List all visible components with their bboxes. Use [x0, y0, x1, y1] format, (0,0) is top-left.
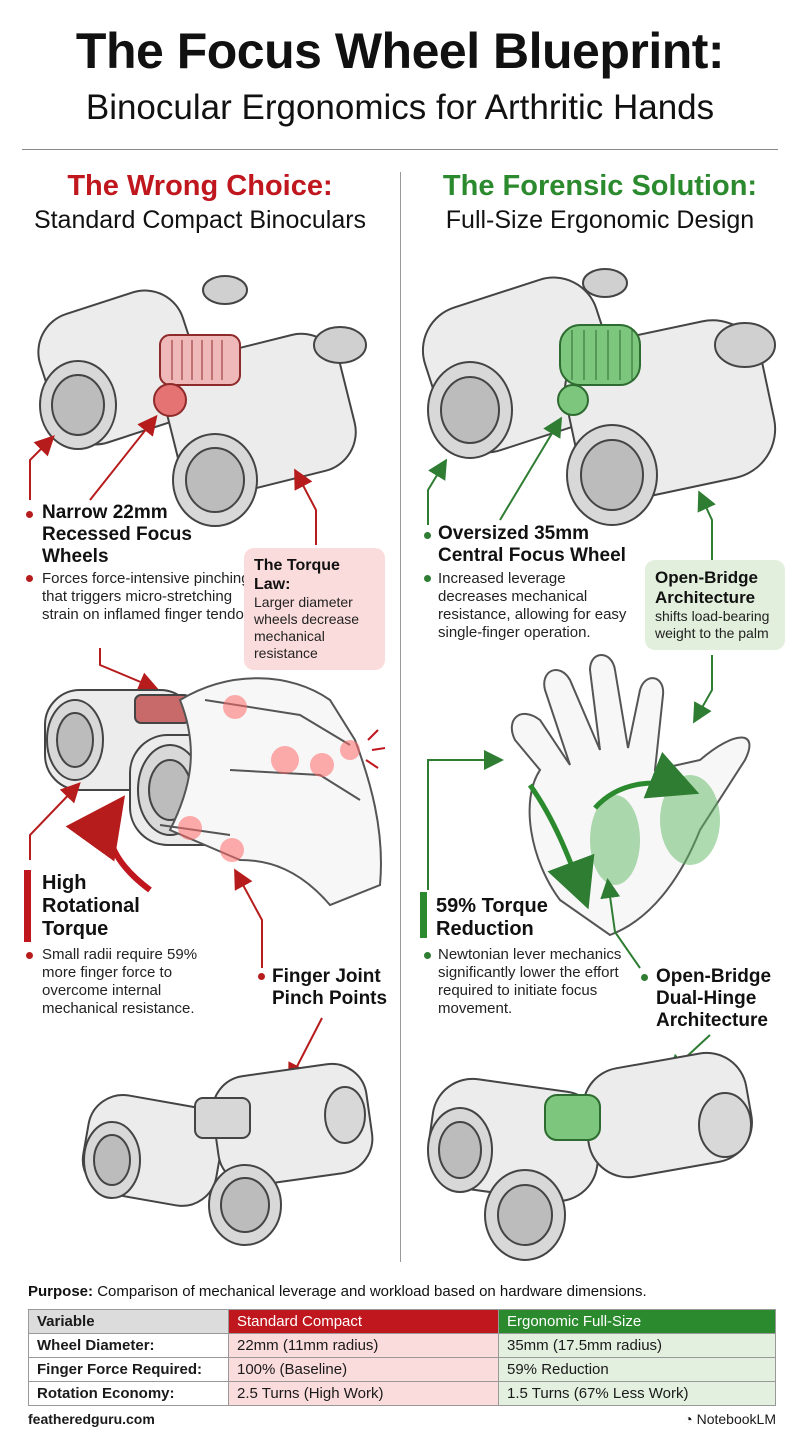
page-subtitle: Binocular Ergonomics for Arthritic Hands: [85, 88, 715, 127]
header-ergonomic: Ergonomic Full-Size: [498, 1309, 776, 1334]
bullet-dot: [26, 952, 33, 959]
bullet-dot: [258, 973, 265, 980]
high-torque-title: High Rotational Torque: [42, 872, 140, 940]
torque-law-title: The Torque Law:: [254, 557, 340, 593]
narrow-wheel-title: Narrow 22mm Recessed Focus Wheels: [42, 502, 192, 567]
row-variable: Finger Force Required:: [28, 1357, 229, 1382]
comparison-table: Variable Standard Compact Ergonomic Full…: [28, 1309, 776, 1406]
left-column-heading: The Wrong Choice:: [67, 170, 333, 202]
left-column-subheading: Standard Compact Binoculars: [33, 206, 367, 234]
row-ergonomic: 1.5 Turns (67% Less Work): [498, 1381, 776, 1406]
compact-binoculars-top: [37, 275, 367, 527]
row-variable: Wheel Diameter:: [28, 1333, 229, 1358]
high-torque-body: Small radii require 59% more finger forc…: [42, 946, 198, 1017]
torque-law-body: Larger diameter wheels decrease mechanic…: [254, 594, 360, 661]
row-standard: 100% (Baseline): [228, 1357, 499, 1382]
oversized-wheel-body: Increased leverage decreases mechanical …: [438, 570, 627, 641]
bullet-dot: [641, 974, 648, 981]
header-standard: Standard Compact: [228, 1309, 499, 1334]
footer-site: featheredguru.com: [28, 1411, 155, 1427]
open-bridge-callout: Open-Bridge Architecture shifts load-bea…: [645, 560, 785, 650]
purpose-label: Purpose:: [28, 1283, 94, 1300]
bullet-dot: [424, 952, 431, 959]
footer-brand-label: NotebookLM: [696, 1411, 776, 1427]
header-divider: [22, 149, 778, 150]
right-column-subheading: Full-Size Ergonomic Design: [445, 206, 755, 234]
page-title: The Focus Wheel Blueprint:: [75, 23, 725, 79]
open-bridge-title: Open-Bridge Architecture: [655, 568, 758, 607]
bullet-dot: [26, 511, 33, 518]
row-standard: 2.5 Turns (High Work): [228, 1381, 499, 1406]
arthritic-hand: [159, 677, 382, 907]
torque-reduction-body: Newtonian lever mechanics significantly …: [438, 946, 622, 1017]
illustrations: [24, 268, 777, 1261]
header-variable: Variable: [28, 1309, 229, 1334]
notebooklm-icon: ◔: [684, 1411, 697, 1427]
joint-inflammation: [178, 695, 360, 862]
row-standard: 22mm (11mm radius): [228, 1333, 499, 1358]
footer-brand: ◔ NotebookLM: [684, 1411, 776, 1427]
pinch-points-title: Finger Joint Pinch Points: [272, 966, 388, 1009]
table-row: Rotation Economy: 2.5 Turns (High Work) …: [28, 1381, 776, 1406]
fullsize-binoculars-top: [421, 268, 777, 526]
fullsize-binoculars-bottom: [427, 1051, 753, 1261]
bullet-dot: [424, 575, 431, 582]
bullet-dot: [424, 532, 431, 539]
open-bridge-body: shifts load-bearing weight to the palm: [655, 608, 770, 641]
table-header-row: Variable Standard Compact Ergonomic Full…: [28, 1309, 776, 1334]
table-row: Wheel Diameter: 22mm (11mm radius) 35mm …: [28, 1333, 776, 1358]
oversized-wheel-title: Oversized 35mm Central Focus Wheel: [438, 523, 626, 566]
table-row: Finger Force Required: 100% (Baseline) 5…: [28, 1357, 776, 1382]
row-ergonomic: 59% Reduction: [498, 1357, 776, 1382]
table-purpose: Purpose: Comparison of mechanical levera…: [28, 1283, 647, 1300]
row-variable: Rotation Economy:: [28, 1381, 229, 1406]
torque-law-callout: The Torque Law: Larger diameter wheels d…: [244, 548, 385, 670]
column-divider: [400, 172, 401, 1262]
narrow-wheel-body: Forces force-intensive pinching that tri…: [42, 570, 264, 623]
right-column-heading: The Forensic Solution:: [442, 170, 758, 202]
row-ergonomic: 35mm (17.5mm radius): [498, 1333, 776, 1358]
torque-reduction-title: 59% Torque Reduction: [436, 895, 548, 940]
compact-binoculars-bottom: [81, 1062, 374, 1246]
bullet-dot: [26, 575, 33, 582]
purpose-text: Comparison of mechanical leverage and wo…: [97, 1283, 647, 1300]
dual-hinge-title: Open-Bridge Dual-Hinge Architecture: [656, 966, 772, 1031]
